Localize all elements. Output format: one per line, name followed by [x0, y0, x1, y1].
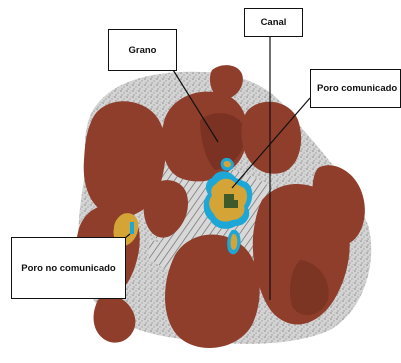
connected-pore-label: Poro comunicado: [310, 69, 401, 108]
grain: [165, 234, 260, 348]
isolated-pore-label: Poro no comunicado: [11, 237, 126, 299]
grain-label: Grano: [108, 29, 177, 71]
channel-label: Canal: [244, 8, 303, 37]
